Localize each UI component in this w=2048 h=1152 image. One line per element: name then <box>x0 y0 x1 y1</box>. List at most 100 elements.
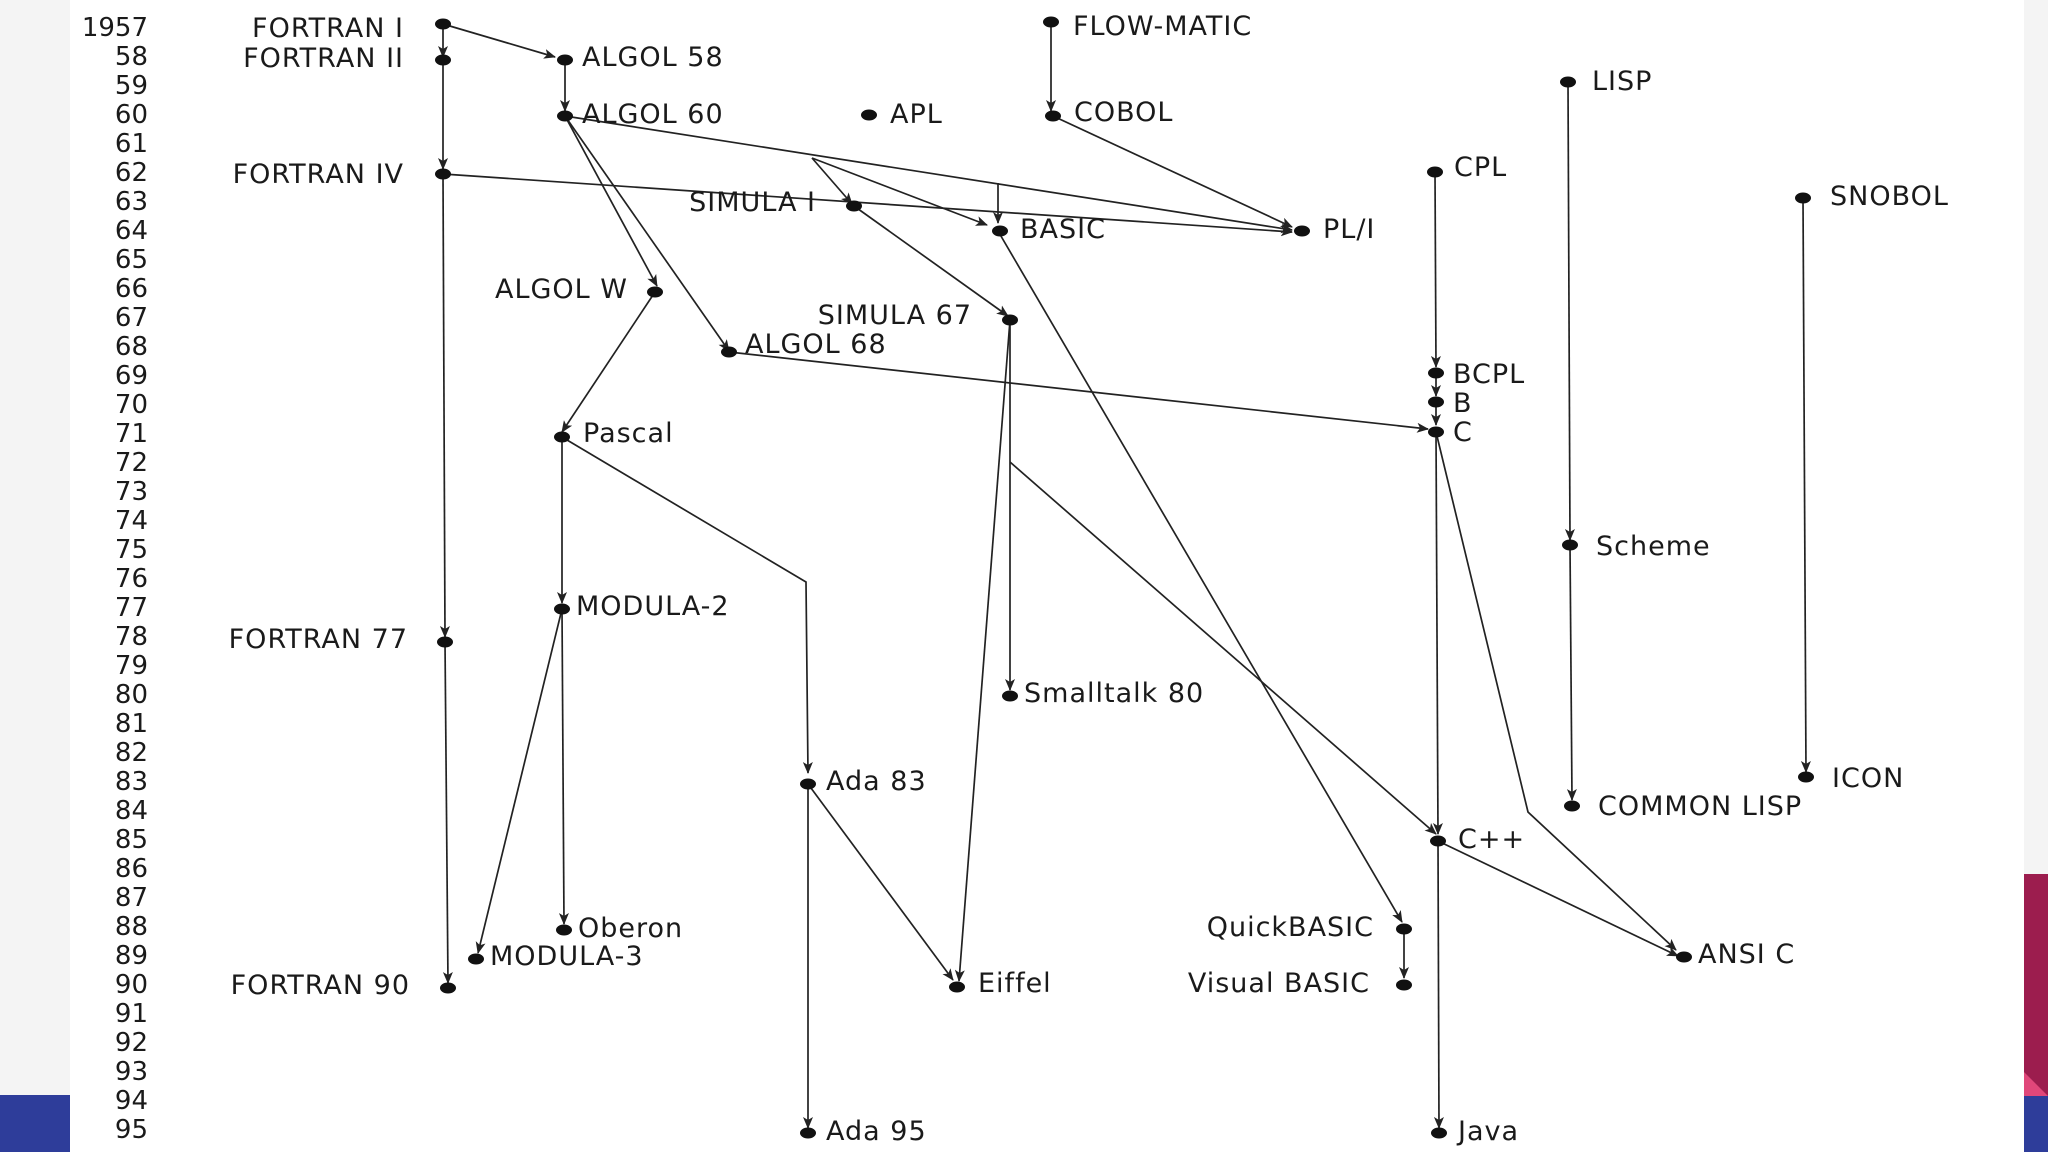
label-algol-68: ALGOL 68 <box>745 329 887 360</box>
label-b: B <box>1453 388 1473 419</box>
edge-lisp-to-scheme <box>1564 81 1575 541</box>
edge-cpp-to-java <box>1433 840 1444 1129</box>
node-fortran-iv <box>435 168 451 180</box>
label-oberon: Oberon <box>578 913 683 944</box>
node-smalltalk-80 <box>1002 690 1018 702</box>
edge-algol-60-to-pl-i <box>564 115 1293 234</box>
label-simula-i: SIMULA I <box>689 187 816 218</box>
year-label: 67 <box>115 303 148 333</box>
node-flow-matic <box>1043 16 1059 28</box>
label-algol-58: ALGOL 58 <box>582 42 724 73</box>
year-label: 58 <box>115 42 148 72</box>
node-icon <box>1798 771 1814 783</box>
node-fortran-90 <box>440 982 456 994</box>
label-eiffel: Eiffel <box>978 968 1052 999</box>
node-snobol <box>1795 192 1811 204</box>
edge-c-to-cpp <box>1432 431 1443 835</box>
year-label: 64 <box>115 216 148 246</box>
year-label: 72 <box>115 448 148 478</box>
node-pl-i <box>1294 225 1310 237</box>
year-label: 85 <box>115 825 148 855</box>
language-nodes <box>435 16 1814 1139</box>
edge-algol-60-to-algol-68 <box>564 115 730 352</box>
node-eiffel <box>949 981 965 993</box>
label-c: C <box>1453 417 1473 448</box>
year-label: 61 <box>115 129 148 159</box>
node-algol-58 <box>557 54 573 66</box>
node-ada-95 <box>800 1127 816 1139</box>
node-visual-basic <box>1396 979 1412 991</box>
node-oberon <box>556 924 572 936</box>
year-label: 92 <box>115 1028 148 1058</box>
label-modula-3: MODULA-3 <box>490 941 644 972</box>
decorative-blue-block-left <box>0 1095 70 1152</box>
node-fortran-ii <box>435 54 451 66</box>
edge-fortran-iv-to-pl-i <box>442 173 1293 237</box>
year-axis: 1957 58 59 60 61 62 63 64 65 66 67 68 69… <box>82 13 148 1145</box>
label-algol-w: ALGOL W <box>495 274 628 305</box>
node-basic <box>992 225 1008 237</box>
edge-cpp-to-ansi-c <box>1437 840 1679 957</box>
label-lisp: LISP <box>1592 66 1652 97</box>
node-cpl <box>1427 166 1443 178</box>
label-modula-2: MODULA-2 <box>576 591 730 622</box>
edge-cobol-to-pl-i <box>1052 115 1293 228</box>
label-snobol: SNOBOL <box>1830 181 1949 212</box>
edge-simula-67-to-cpp <box>1009 461 1437 835</box>
label-simula-67: SIMULA 67 <box>818 300 972 331</box>
node-algol-60 <box>557 110 573 122</box>
label-smalltalk-80: Smalltalk 80 <box>1024 678 1204 709</box>
label-java: Java <box>1456 1116 1519 1147</box>
year-label: 63 <box>115 187 148 217</box>
node-quickbasic <box>1396 923 1412 935</box>
edge-scheme-to-common-lisp <box>1566 544 1577 801</box>
year-label: 88 <box>115 912 148 942</box>
edge-algol-60-to-basic <box>811 157 988 226</box>
year-label: 84 <box>115 796 148 826</box>
year-label: 93 <box>115 1057 148 1087</box>
node-pascal <box>554 431 570 443</box>
year-label: 62 <box>115 158 148 188</box>
label-quickbasic: QuickBASIC <box>1207 912 1374 943</box>
edge-snobol-to-icon <box>1800 197 1811 773</box>
year-label: 89 <box>115 941 148 971</box>
influence-edges <box>438 23 1811 1129</box>
label-ada-83: Ada 83 <box>826 766 927 797</box>
node-fortran-i <box>435 18 451 30</box>
year-label: 66 <box>115 274 148 304</box>
year-label: 69 <box>115 361 148 391</box>
year-label: 1957 <box>82 13 148 43</box>
year-label: 73 <box>115 477 148 507</box>
language-labels: FORTRAN I FORTRAN II FORTRAN IV FORTRAN … <box>229 11 1949 1147</box>
year-label: 82 <box>115 738 148 768</box>
year-label: 68 <box>115 332 148 362</box>
label-cpl: CPL <box>1454 152 1507 183</box>
label-scheme: Scheme <box>1596 531 1711 562</box>
year-label: 94 <box>115 1086 148 1116</box>
label-ansi-c: ANSI C <box>1698 939 1795 970</box>
year-label: 83 <box>115 767 148 797</box>
node-fortran-77 <box>437 636 453 648</box>
node-c <box>1428 426 1444 438</box>
node-apl <box>861 109 877 121</box>
edge-cpl-to-bcpl <box>1430 171 1441 368</box>
year-label: 76 <box>115 564 148 594</box>
year-label: 59 <box>115 71 148 101</box>
edge-algol-w-to-pascal <box>561 291 656 433</box>
year-label: 86 <box>115 854 148 884</box>
label-pl-i: PL/I <box>1323 214 1375 245</box>
edge-c-to-ansi-c <box>1435 431 1677 951</box>
label-fortran-i: FORTRAN I <box>252 13 404 44</box>
label-bcpl: BCPL <box>1453 359 1525 390</box>
label-ada-95: Ada 95 <box>826 1116 927 1147</box>
year-label: 79 <box>115 651 148 681</box>
edge-fortran-77-to-fortran-90 <box>442 641 453 984</box>
label-algol-60: ALGOL 60 <box>582 99 724 130</box>
node-ada-83 <box>800 778 816 790</box>
decorative-blue-block-right <box>2024 1096 2048 1152</box>
edge-pascal-to-ada-83 <box>561 436 813 774</box>
edge-ada-83-to-eiffel <box>807 783 954 981</box>
label-common-lisp: COMMON LISP <box>1598 791 1802 822</box>
